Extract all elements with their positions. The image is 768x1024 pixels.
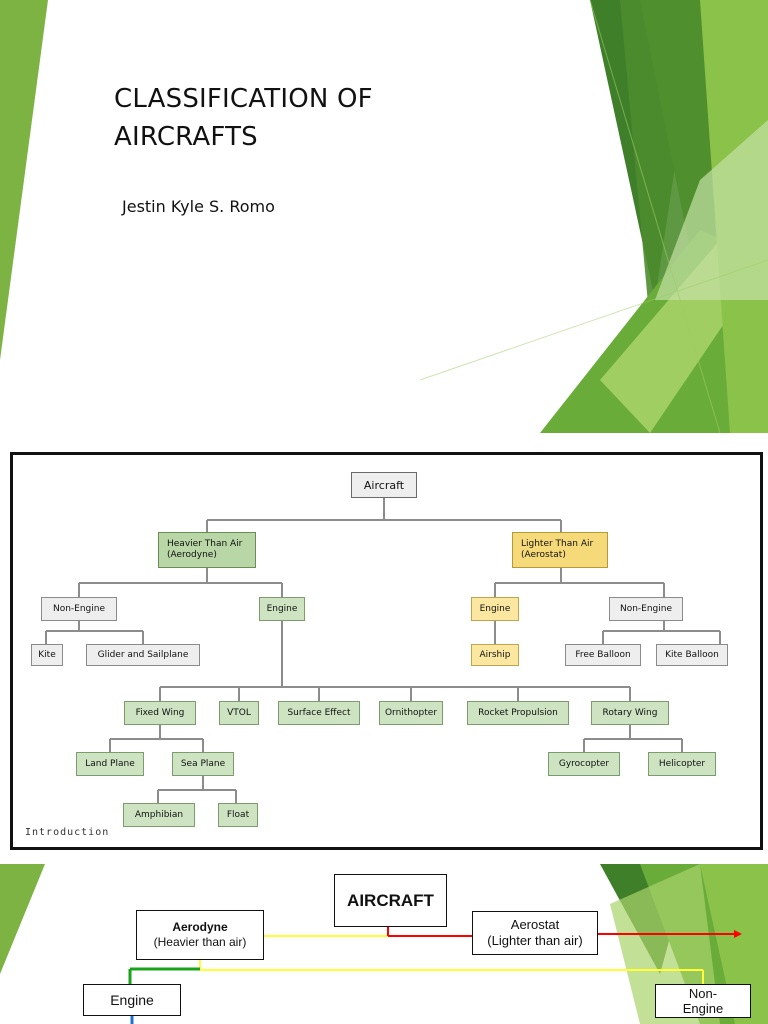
aerostat-desc: (Lighter than air) <box>487 933 583 948</box>
second-slide: AIRCRAFT Aerodyne (Heavier than air) Aer… <box>0 864 768 1024</box>
node-fixed-wing: Fixed Wing <box>124 701 196 725</box>
slide-title-line1: CLASSIFICATION OF <box>114 84 373 114</box>
node-vtol: VTOL <box>219 701 259 725</box>
green-geometric-decoration <box>0 0 768 433</box>
right-edge-green-2 <box>700 864 768 1024</box>
title-slide: CLASSIFICATION OF AIRCRAFTS Jestin Kyle … <box>0 0 768 433</box>
node-aerostat: Aerostat (Lighter than air) <box>472 911 598 955</box>
node-land-plane: Land Plane <box>76 752 144 776</box>
node-lighter-engine: Engine <box>471 597 519 621</box>
lighter-label-line1: Lighter Than Air <box>521 539 594 549</box>
node-engine-2: Engine <box>83 984 181 1016</box>
diagram-connectors <box>45 497 721 803</box>
heavier-label-line2: (Aerodyne) <box>167 550 217 560</box>
slide-title-line2: AIRCRAFTS <box>114 122 258 152</box>
node-heavier-than-air: Heavier Than Air(Aerodyne) <box>158 532 256 568</box>
node-gyrocopter: Gyrocopter <box>548 752 620 776</box>
node-heavier-engine: Engine <box>259 597 305 621</box>
node-rotary-wing: Rotary Wing <box>591 701 669 725</box>
author-name: Jestin Kyle S. Romo <box>122 197 275 216</box>
node-amphibian: Amphibian <box>123 803 195 827</box>
node-non-engine-2: Non-Engine <box>655 984 751 1018</box>
lighter-label-line2: (Aerostat) <box>521 550 566 560</box>
node-ornithopter: Ornithopter <box>379 701 443 725</box>
node-surface-effect: Surface Effect <box>278 701 360 725</box>
node-heavier-non-engine: Non-Engine <box>41 597 117 621</box>
node-glider-sailplane: Glider and Sailplane <box>86 644 200 666</box>
classification-diagram: Aircraft Heavier Than Air(Aerodyne) Ligh… <box>10 452 763 850</box>
node-rocket-propulsion: Rocket Propulsion <box>467 701 569 725</box>
aerodyne-name: Aerodyne <box>172 920 228 934</box>
node-lighter-than-air: Lighter Than Air(Aerostat) <box>512 532 608 568</box>
left-green-shard-2 <box>0 864 45 974</box>
node-aircraft-2: AIRCRAFT <box>334 874 447 927</box>
node-helicopter: Helicopter <box>648 752 716 776</box>
aerostat-name: Aerostat <box>510 917 560 932</box>
diagram-footer-label: Introduction <box>25 827 110 838</box>
heavier-label-line1: Heavier Than Air <box>167 539 243 549</box>
node-kite-balloon: Kite Balloon <box>656 644 728 666</box>
node-kite: Kite <box>31 644 63 666</box>
left-green-shard <box>0 0 48 360</box>
node-airship: Airship <box>471 644 519 666</box>
node-sea-plane: Sea Plane <box>172 752 234 776</box>
node-aerodyne: Aerodyne (Heavier than air) <box>136 910 264 960</box>
slide-title: CLASSIFICATION OF AIRCRAFTS <box>114 80 534 156</box>
aerodyne-desc: (Heavier than air) <box>153 935 247 949</box>
node-aircraft: Aircraft <box>351 472 417 498</box>
node-float: Float <box>218 803 258 827</box>
pale-green-facet <box>655 120 768 300</box>
node-lighter-non-engine: Non-Engine <box>609 597 683 621</box>
node-free-balloon: Free Balloon <box>565 644 641 666</box>
